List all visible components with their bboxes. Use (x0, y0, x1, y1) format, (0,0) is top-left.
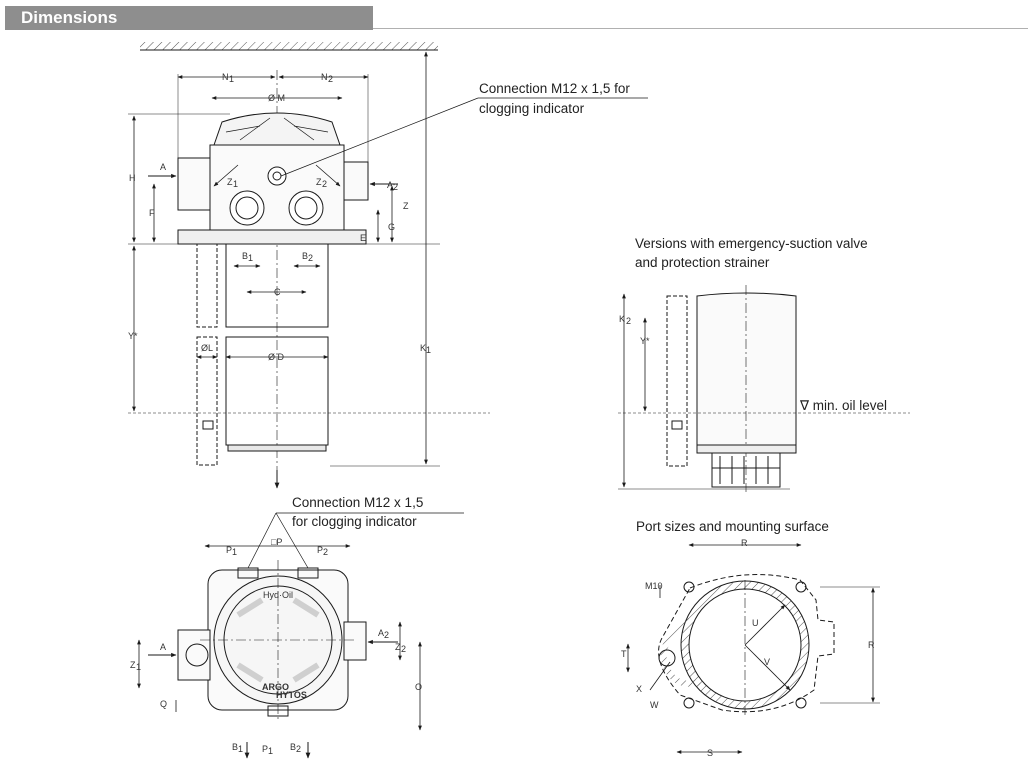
dim-b2-sub: 2 (308, 253, 313, 263)
dim-z1-top-sub: 1 (136, 662, 141, 672)
dim-n2: N (321, 72, 328, 82)
dim-o: O (415, 682, 422, 692)
dim-k1: K (420, 343, 426, 353)
brand-hydoil: Hyd·Oil (263, 590, 293, 600)
dim-u: U (752, 618, 759, 628)
dim-t: T (621, 649, 627, 659)
dim-p2-sub: 2 (323, 547, 328, 557)
dim-r-side: R (868, 640, 875, 650)
dim-f: F (149, 208, 155, 218)
dim-z2: Z (316, 177, 322, 187)
dim-h: H (129, 173, 136, 183)
dim-l: ØL (201, 343, 213, 353)
note-connection-top-line1: Connection M12 x 1,5 for (479, 81, 630, 96)
dim-b1-sub: 1 (248, 253, 253, 263)
dim-s: S (707, 748, 713, 758)
dim-d: Ø D (268, 352, 285, 362)
note-connection-bottom-line1: Connection M12 x 1,5 (292, 495, 424, 510)
dim-y: Y* (128, 331, 138, 341)
dim-p2: P (317, 545, 323, 555)
note-min-oil-level: ∇ min. oil level (800, 398, 888, 413)
dim-x: X (636, 684, 642, 694)
dim-b2: B (302, 251, 308, 261)
dim-z1: Z (227, 177, 233, 187)
brand-argo: ARGO (262, 682, 289, 692)
dim-k1-sub: 1 (426, 345, 431, 355)
dim-a2: A (387, 180, 393, 190)
dim-p1: P (226, 545, 232, 555)
section-header: Dimensions (5, 6, 373, 30)
dim-c: C (274, 287, 281, 297)
dim-n1-sub: 1 (229, 74, 234, 84)
dim-z1-top: Z (130, 660, 136, 670)
top-view-drawing (137, 512, 464, 759)
dim-a2-top-sub: 2 (384, 630, 389, 640)
dim-e: E (360, 233, 366, 243)
dim-z: Z (403, 201, 409, 211)
note-port-sizes: Port sizes and mounting surface (636, 519, 829, 534)
dim-z1-sub: 1 (233, 179, 238, 189)
dim-p1-bottom-sub: 1 (268, 746, 273, 756)
ceiling-hatch (140, 42, 438, 50)
dim-p1-sub: 1 (232, 547, 237, 557)
dim-b2-top-sub: 2 (296, 744, 301, 754)
dim-b1-top: B (232, 742, 238, 752)
dim-z2-sub: 2 (322, 179, 327, 189)
dim-n1: N (222, 72, 229, 82)
dim-a2-sub: 2 (393, 182, 398, 192)
port-view-labels: R R M10 T U V X W S (621, 538, 875, 758)
note-connection-top-line2: clogging indicator (479, 101, 585, 116)
dim-b1-top-sub: 1 (238, 744, 243, 754)
note-emergency-line1: Versions with emergency-suction valve (635, 236, 868, 251)
dim-y-emerg: Y* (640, 336, 650, 346)
note-emergency-line2: and protection strainer (635, 255, 770, 270)
dim-b2-top: B (290, 742, 296, 752)
dim-a-left: A (160, 162, 166, 172)
dim-k2: K (619, 314, 625, 324)
note-connection-bottom-line2: for clogging indicator (292, 514, 417, 529)
dim-z2-top-sub: 2 (401, 644, 406, 654)
dim-p1-bottom: P (262, 744, 268, 754)
dim-b1: B (242, 251, 248, 261)
dim-a2-top: A (378, 628, 384, 638)
dim-p: □P (271, 537, 282, 547)
dim-z2-top: Z (395, 642, 401, 652)
dim-n2-sub: 2 (328, 74, 333, 84)
side-view-drawing (128, 42, 648, 489)
dim-m: Ø M (268, 93, 285, 103)
dim-w: W (650, 700, 659, 710)
section-title: Dimensions (21, 8, 118, 27)
dim-q: Q (160, 699, 167, 709)
brand-hytos: HYTOS (276, 690, 307, 700)
dim-m10: M10 (645, 581, 663, 591)
dim-a-top: A (160, 642, 166, 652)
dim-r-top: R (741, 538, 748, 548)
dim-v: V (764, 657, 770, 667)
header-rule (373, 28, 1028, 29)
emergency-view-drawing (618, 285, 910, 492)
dim-g: G (388, 222, 395, 232)
dim-k2-sub: 2 (626, 316, 631, 326)
port-view-drawing (626, 543, 880, 754)
